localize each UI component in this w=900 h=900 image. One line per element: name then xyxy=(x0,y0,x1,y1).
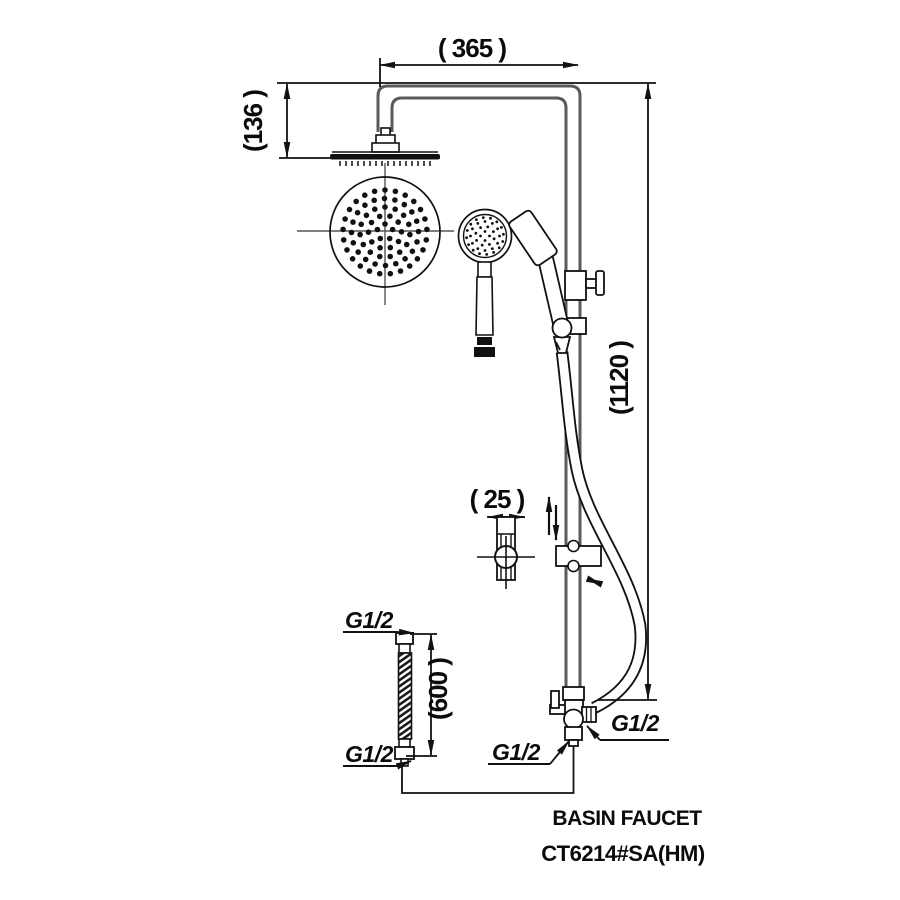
knob-cap xyxy=(595,270,605,296)
supply-hose xyxy=(394,632,415,767)
dimension-head-drop xyxy=(279,83,336,159)
shower-pipe-and-rail xyxy=(376,84,582,688)
rain-shower-head-side xyxy=(330,127,440,166)
diverter-lever xyxy=(550,690,560,709)
slider-section-detail xyxy=(477,513,535,589)
hand-shower-side xyxy=(508,209,571,333)
rail-end-nut xyxy=(562,686,585,701)
bottom-connector xyxy=(549,686,597,747)
dim-total-height-label: (1120 ) xyxy=(604,341,634,415)
ball-joint xyxy=(563,708,584,730)
hand-shower-face xyxy=(457,208,513,357)
hose-bottom-fitting xyxy=(394,746,415,760)
hand-shower-pivot xyxy=(551,317,573,354)
svg-text:G1/2: G1/2 xyxy=(611,710,660,736)
spray-nozzle-dots xyxy=(340,187,430,277)
arrow-left-right-icon xyxy=(585,575,604,588)
svg-text:G1/2: G1/2 xyxy=(492,739,541,765)
svg-text:G1/2: G1/2 xyxy=(345,741,394,767)
inlet-nut xyxy=(564,726,583,741)
dim-hose-length-label: (600 ) xyxy=(423,658,453,720)
caption-model-number: CT6214#SA(HM) xyxy=(541,841,705,866)
rail-slider xyxy=(555,539,602,573)
rain-shower-face xyxy=(297,163,454,305)
label-hose-top: G1/2 xyxy=(343,607,415,636)
dim-top-width-label: ( 365 ) xyxy=(438,33,506,63)
dimension-top-width xyxy=(277,58,656,87)
shower-disc xyxy=(330,154,440,160)
label-inlet-bottom: G1/2 xyxy=(488,739,570,765)
side-outlet-hex xyxy=(581,706,597,723)
hand-spray-dots xyxy=(465,216,505,256)
caption-basin-faucet: BASIN FAUCET xyxy=(552,807,702,830)
hand-shower-hose xyxy=(555,351,647,714)
nozzle-ticks xyxy=(339,161,431,166)
label-outlet-side: G1/2 xyxy=(586,710,669,741)
dim-head-drop-label: (136 ) xyxy=(238,90,268,152)
svg-text:G1/2: G1/2 xyxy=(345,607,394,633)
slider-motion-arrows xyxy=(545,496,604,588)
braided-hose xyxy=(397,652,413,740)
head xyxy=(508,209,558,267)
basin-faucet-bracket xyxy=(401,746,575,794)
rail-holder-bracket xyxy=(564,270,605,335)
dim-slider-width-label: ( 25 ) xyxy=(470,484,525,514)
label-hose-bottom: G1/2 xyxy=(343,741,412,770)
